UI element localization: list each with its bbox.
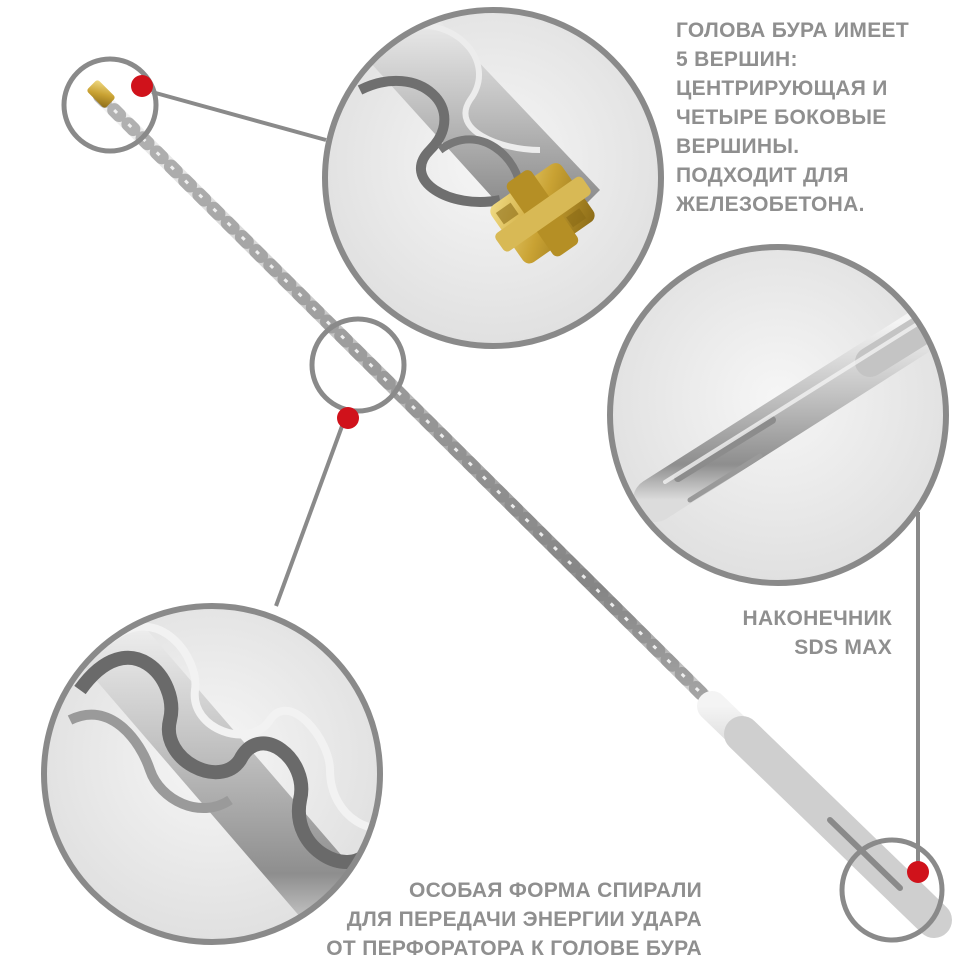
shank-marker-dot bbox=[907, 861, 929, 883]
zoom-drill-head bbox=[322, 7, 664, 349]
spiral-caption: ОСОБАЯ ФОРМА СПИРАЛИ ДЛЯ ПЕРЕДАЧИ ЭНЕРГИ… bbox=[326, 876, 702, 963]
caption-line: ДЛЯ ПЕРЕДАЧИ ЭНЕРГИИ УДАРА bbox=[346, 908, 702, 931]
head-marker-ring bbox=[61, 56, 159, 154]
caption-line: ПОДХОДИТ ДЛЯ bbox=[676, 164, 849, 187]
caption-line: НАКОНЕЧНИК bbox=[742, 607, 892, 630]
drill-bit bbox=[87, 80, 952, 938]
caption-line: ЖЕЛЕЗОБЕТОНА. bbox=[676, 193, 865, 216]
caption-line: ГОЛОВА БУРА ИМЕЕТ bbox=[676, 19, 909, 42]
caption-line: SDS MAX bbox=[794, 636, 892, 659]
spiral-connector-line bbox=[274, 417, 347, 607]
head-connector-line bbox=[151, 90, 327, 142]
caption-line: ЧЕТЫРЕ БОКОВЫЕ bbox=[676, 106, 887, 129]
drill-head-caption: ГОЛОВА БУРА ИМЕЕТ 5 ВЕРШИН: ЦЕНТРИРУЮЩАЯ… bbox=[676, 16, 909, 219]
caption-line: ОТ ПЕРФОРАТОРА К ГОЛОВЕ БУРА bbox=[326, 937, 702, 960]
caption-line: ОСОБАЯ ФОРМА СПИРАЛИ bbox=[409, 879, 702, 902]
caption-line: ВЕРШИНЫ. bbox=[676, 135, 800, 158]
spiral-marker-ring bbox=[309, 316, 407, 414]
zoom-shank bbox=[607, 244, 949, 586]
head-marker-dot bbox=[131, 75, 153, 97]
caption-line: ЦЕНТРИРУЮЩАЯ И bbox=[676, 77, 888, 100]
shank-marker-ring bbox=[839, 837, 945, 943]
spiral-marker-dot bbox=[337, 407, 359, 429]
caption-line: 5 ВЕРШИН: bbox=[676, 48, 798, 71]
shank-caption: НАКОНЕЧНИК SDS MAX bbox=[743, 604, 893, 662]
zoom-spiral bbox=[41, 603, 383, 945]
